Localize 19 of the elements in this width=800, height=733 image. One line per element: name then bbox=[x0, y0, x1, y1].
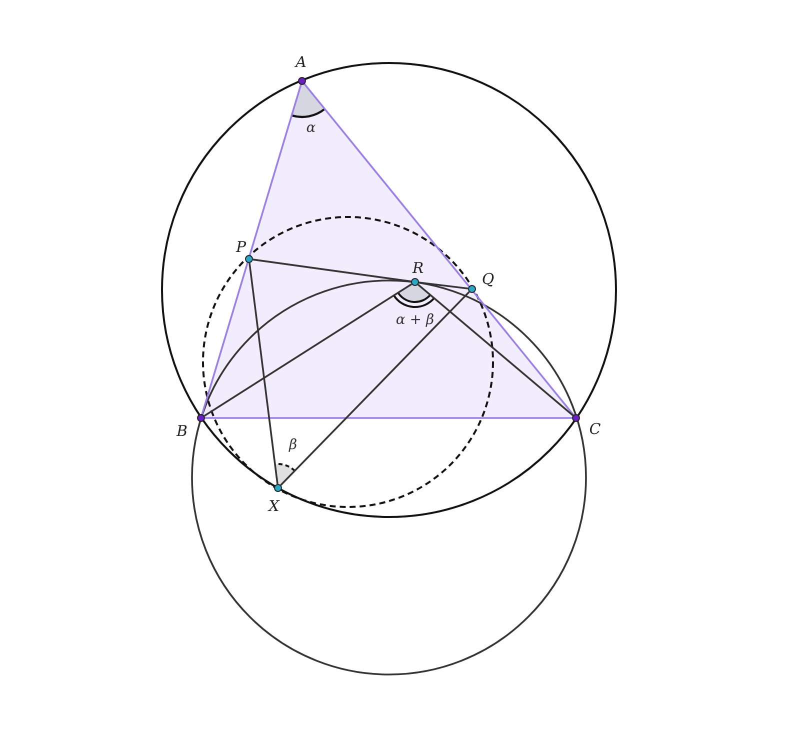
line-segment bbox=[304, 84, 574, 416]
line-segment bbox=[417, 284, 574, 416]
point-label: X bbox=[268, 497, 280, 515]
line-segment bbox=[205, 417, 572, 419]
line-segment bbox=[252, 258, 412, 282]
line-segment bbox=[248, 262, 278, 484]
angle-label: β bbox=[288, 437, 298, 453]
line-segment bbox=[418, 282, 468, 290]
line-segment bbox=[204, 283, 412, 417]
point-label: C bbox=[589, 420, 601, 438]
point-label: B bbox=[176, 422, 188, 440]
point-label: R bbox=[412, 259, 424, 277]
angle-label: α + β bbox=[396, 312, 434, 328]
line-segment bbox=[280, 291, 470, 486]
angle-label: α bbox=[306, 120, 316, 136]
line-segment bbox=[201, 84, 302, 414]
point-label: A bbox=[296, 53, 306, 71]
point-label: P bbox=[236, 238, 246, 256]
point-label: Q bbox=[482, 270, 494, 288]
